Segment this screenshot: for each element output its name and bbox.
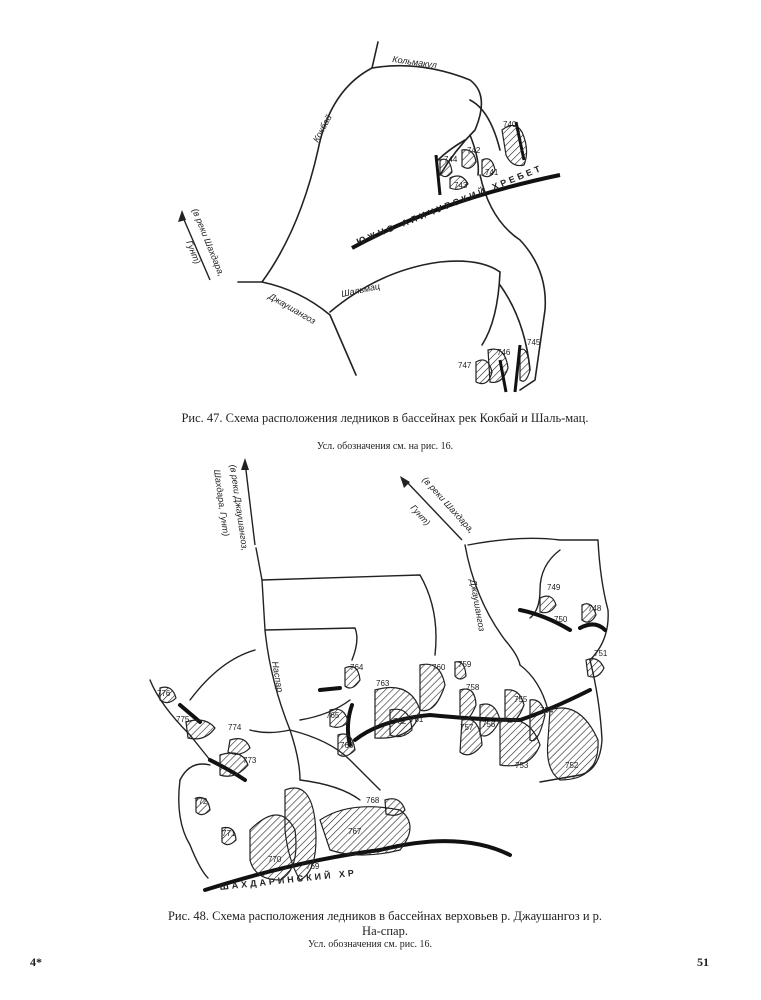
page-number: 51: [697, 955, 709, 969]
glacier-label: 744: [444, 155, 458, 164]
river-shalmac: Шальмац: [340, 281, 381, 299]
glacier-label: 767: [348, 827, 362, 836]
glacier-label: 755: [514, 695, 528, 704]
figure-48-caption: Рис. 48. Схема расположения ледников в б…: [167, 909, 603, 938]
glacier-743: [449, 175, 469, 190]
glacier-label: 759: [458, 660, 472, 669]
glacier-label: 770: [268, 855, 282, 864]
glacier-label: 772: [194, 797, 208, 806]
arrow-left-label-line2: Шахдара, Гунт): [212, 469, 231, 537]
glacier-765: [329, 708, 349, 728]
glacier-label: 742: [467, 146, 481, 155]
glacier-label: 760: [432, 663, 446, 672]
glacier-label: 776: [157, 689, 171, 698]
glacier-749: [539, 595, 557, 614]
figure-48-map: Джаушангоз Наспар ШАХДАРИНСКИЙ ХР (в рек…: [149, 458, 609, 892]
figure-48-note: Усл. обозначения см. рис. 16.: [307, 939, 433, 950]
glacier-762: [389, 708, 413, 738]
glaciers-47: [439, 124, 531, 385]
glacier-label: 740: [503, 120, 517, 129]
glacier-label: 748: [588, 604, 602, 613]
glacier-760: [419, 663, 446, 712]
glacier-label: 741: [485, 168, 499, 177]
glacier-label: 773: [243, 756, 257, 765]
glacier-740: [501, 124, 528, 167]
glacier-773: [219, 752, 249, 777]
glacier-label: 771: [222, 829, 236, 838]
glacier-759: [454, 661, 467, 680]
glacier-label: 758: [466, 683, 480, 692]
glacier-label: 752: [565, 761, 579, 770]
glacier-label: 761: [410, 715, 424, 724]
river-kokbai: Кокбай: [311, 113, 334, 144]
glacier-label: 745: [527, 338, 541, 347]
glacier-label: 765: [326, 711, 340, 720]
glacier-742: [461, 149, 477, 169]
glacier-758: [459, 688, 477, 721]
ridge-line-47: [351, 173, 561, 250]
glacier-label: 769: [306, 862, 320, 871]
glacier-label: 750: [554, 615, 568, 624]
arrow-48-left: [241, 458, 256, 546]
glacier-747: [475, 359, 493, 385]
glacier-748: [581, 603, 597, 623]
glacier-label: 753: [515, 761, 529, 770]
figure-47-note: Усл. обозначения см. на рис. 16.: [316, 441, 454, 452]
glacier-757: [459, 718, 483, 756]
glacier-752: [546, 707, 599, 781]
glacier-767: [319, 806, 411, 856]
glacier-label: 751: [594, 649, 608, 658]
glacier-label: 757: [460, 723, 474, 732]
glacier-766: [337, 733, 356, 757]
glacier-label: 766: [340, 741, 354, 750]
glacier-label: 775: [176, 715, 190, 724]
arrow-48-right: [400, 476, 463, 541]
arrow-47: [178, 210, 211, 281]
glacier-label: 754: [540, 706, 554, 715]
glacier-label: 747: [458, 361, 472, 370]
figure-47-caption: Рис. 47. Схема расположения ледников в б…: [181, 411, 589, 425]
glaciers-48: [159, 595, 605, 881]
glacier-772: [195, 796, 211, 816]
glacier-745: [519, 348, 531, 382]
glacier-label: 749: [547, 583, 561, 592]
arrow-right-label-line2: Гунт): [409, 503, 433, 528]
footer-signature-mark: 4*: [30, 955, 42, 969]
river-kolmakul: Кольмакул: [392, 54, 438, 70]
glacier-label: 756: [482, 720, 496, 729]
glacier-label: 746: [497, 348, 511, 357]
glacier-764: [344, 665, 361, 689]
glacier-776: [159, 686, 177, 704]
glacier-751: [585, 658, 605, 678]
glacier-771: [221, 826, 237, 846]
glacier-label: 768: [366, 796, 380, 805]
glacier-741: [481, 158, 496, 178]
arrow-label-47-line2: Гунт): [184, 239, 202, 265]
glacier-769: [284, 787, 317, 881]
glacier-label: 764: [350, 663, 364, 672]
glacier-label: 763: [376, 679, 390, 688]
glacier-label: 762: [393, 717, 407, 726]
figure-47-map: Кольмакул Кокбай Шальмац Джаушангоз ЮЖНО…: [178, 41, 561, 393]
glacier-label: 774: [228, 723, 242, 732]
river-dzhaushangoz-47: Джаушангоз: [266, 291, 317, 326]
glacier-774: [227, 738, 251, 755]
glacier-753: [499, 718, 541, 767]
glacier-744: [439, 158, 453, 178]
glacier-label: 743: [454, 181, 468, 190]
glacier-775: [185, 719, 216, 740]
